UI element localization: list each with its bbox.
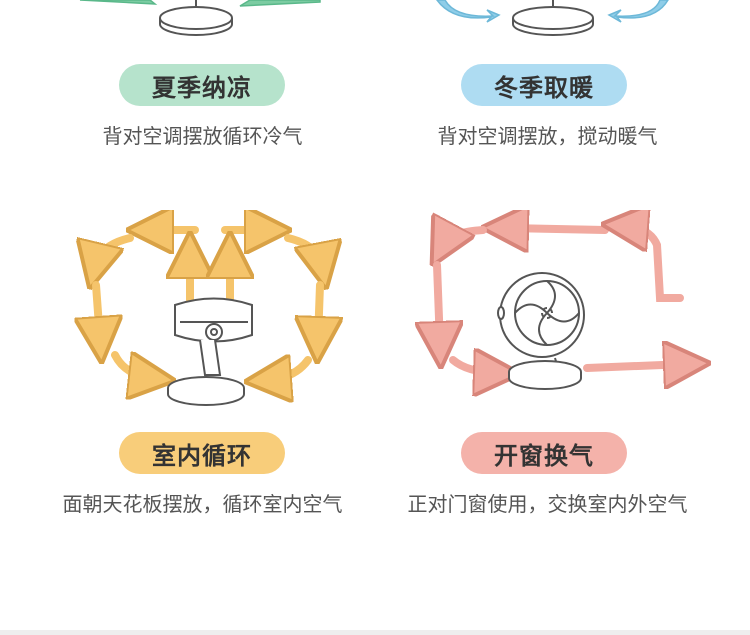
mode-description: 面朝天花板摆放，循环室内空气 [62,492,343,516]
winter-fan-illustration [436,0,669,36]
mode-description: 正对门窗使用，交换室内外空气 [407,492,688,516]
divider [0,630,750,635]
summer-fan-illustration [79,0,321,36]
mode-title-pill: 夏季纳凉 [119,64,285,106]
mode-title-pill: 冬季取暖 [461,64,627,106]
circulation-fan-illustration [0,210,375,406]
mode-indoor-circulation: 室内循环 面朝天花板摆放，循环室内空气 [0,210,375,520]
mode-summer-cooling: 夏季纳凉 背对空调摆放循环冷气 [0,0,375,160]
mode-winter-heating: 冬季取暖 背对空调摆放，搅动暖气 [375,0,750,160]
mode-description: 背对空调摆放，搅动暖气 [437,124,658,148]
mode-window-ventilation: 开窗换气 正对门窗使用，交换室内外空气 [375,210,750,520]
mode-title-pill: 室内循环 [119,432,285,474]
mode-title-pill: 开窗换气 [461,432,627,474]
ventilation-fan-illustration [375,210,750,410]
mode-description: 背对空调摆放循环冷气 [102,124,303,148]
